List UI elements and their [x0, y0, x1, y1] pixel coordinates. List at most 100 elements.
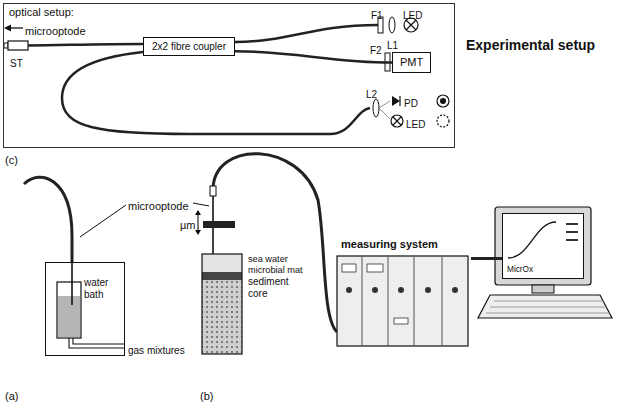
knob — [398, 287, 404, 293]
indicator-dot — [440, 98, 446, 104]
part-name: LED — [403, 10, 422, 21]
lens-name: L2 — [366, 89, 377, 100]
system-heading: measuring system — [341, 238, 471, 251]
knob — [452, 287, 458, 293]
layer-label: microbial mat — [248, 265, 316, 276]
optical-fibre — [28, 44, 143, 46]
sediment-layer — [202, 280, 242, 354]
fibre-coupler-box: 2x2 fibre coupler — [143, 37, 235, 56]
keyboard-keys — [486, 301, 610, 313]
part-name: microoptode — [25, 25, 86, 37]
monitor — [495, 207, 591, 285]
label-anchor: LED — [403, 5, 422, 23]
filter-name: F1 — [371, 10, 383, 21]
label-anchor: PD — [404, 93, 418, 111]
leader-line — [193, 203, 209, 206]
socket — [394, 318, 408, 324]
part-name: microoptode — [128, 200, 189, 212]
indicator-ring — [437, 95, 449, 107]
optical-fibre — [62, 52, 370, 134]
detector-label: PMT — [400, 56, 423, 69]
microoptode-needle — [71, 262, 73, 305]
monitor-stand — [532, 285, 554, 293]
bath-label: water bath — [84, 277, 122, 301]
vessel — [57, 282, 81, 338]
movement-arrow-heads — [195, 210, 201, 235]
water — [58, 296, 80, 337]
optical-fibre — [235, 51, 392, 62]
gas-pipe — [69, 338, 125, 348]
core-tube — [202, 254, 242, 354]
optical-fibre — [235, 25, 378, 42]
movement-unit: µm — [180, 219, 196, 231]
sediment-core: sea watermicrobial matsediment core — [200, 252, 316, 356]
panel-letter: (a) — [5, 390, 18, 402]
lens-l2 — [373, 99, 379, 117]
panel-letter: (c) — [5, 154, 18, 166]
keyboard — [478, 295, 612, 318]
software-name: MicrOx — [507, 265, 583, 275]
label-anchor: µm — [180, 215, 196, 233]
label-anchor: microoptode — [128, 196, 189, 214]
micromanipulator — [203, 221, 235, 228]
label-anchor: (b) — [200, 386, 213, 404]
microoptode-needle — [212, 196, 214, 262]
label-anchor: L2 — [366, 84, 377, 102]
arrow-head — [4, 25, 11, 32]
photodiode-symbol — [392, 96, 400, 106]
label-anchor: (c) — [5, 150, 18, 168]
knob — [425, 287, 431, 293]
led-symbol — [391, 115, 403, 127]
instrument-rack — [337, 256, 468, 346]
label-anchor: ST — [10, 53, 23, 71]
figure-title: Experimental setup — [466, 37, 595, 53]
part-name: ST — [10, 58, 23, 69]
microbial-mat-layer — [202, 272, 242, 280]
display-window — [367, 264, 383, 272]
monitor-screen — [502, 213, 584, 279]
knob — [372, 287, 378, 293]
part-name: LED — [406, 119, 425, 130]
led-cross — [393, 117, 401, 125]
label-anchor: LED — [406, 114, 425, 132]
water-bath: water bath — [45, 262, 125, 356]
label-anchor: microoptode — [25, 21, 86, 39]
label-anchor: L1 — [387, 35, 398, 53]
signal-cable — [471, 257, 502, 260]
photodiode-bar — [399, 96, 400, 106]
optical-setup-panel: optical setup: 2x2 fibre couplerPMT — [3, 3, 455, 148]
panel-letter: (b) — [200, 390, 213, 402]
optode-holder — [210, 186, 216, 196]
computer-screen: MicrOx — [502, 213, 584, 279]
leader-line — [80, 205, 126, 237]
lens-l1 — [389, 17, 395, 33]
lens-name: L1 — [387, 40, 398, 51]
label-anchor: gas mixtures — [128, 340, 185, 358]
led-cross — [406, 20, 416, 30]
st-connector — [8, 41, 28, 50]
part-name: gas mixtures — [128, 345, 185, 356]
profile-curve — [508, 222, 556, 258]
indicator-ring — [437, 115, 449, 127]
movement-arrow — [197, 213, 198, 232]
arrow-line — [10, 27, 23, 28]
fibre-cable — [24, 177, 72, 262]
filter-name: F2 — [370, 45, 382, 56]
label-anchor: F1 — [371, 5, 383, 23]
label-anchor: (a) — [5, 386, 18, 404]
knob — [346, 287, 352, 293]
label-anchor: Experimental setup — [466, 36, 595, 54]
part-name: PD — [404, 98, 418, 109]
rack-modules — [362, 256, 442, 346]
screen-buttons — [566, 224, 578, 240]
panel-heading: optical setup: — [9, 6, 449, 19]
light-path — [379, 101, 390, 119]
measuring-system: measuring system — [335, 238, 471, 348]
sea-water-layer — [202, 254, 242, 272]
display-window — [342, 264, 356, 272]
label-anchor: F2 — [370, 40, 382, 58]
layer-label: sediment core — [248, 276, 298, 300]
